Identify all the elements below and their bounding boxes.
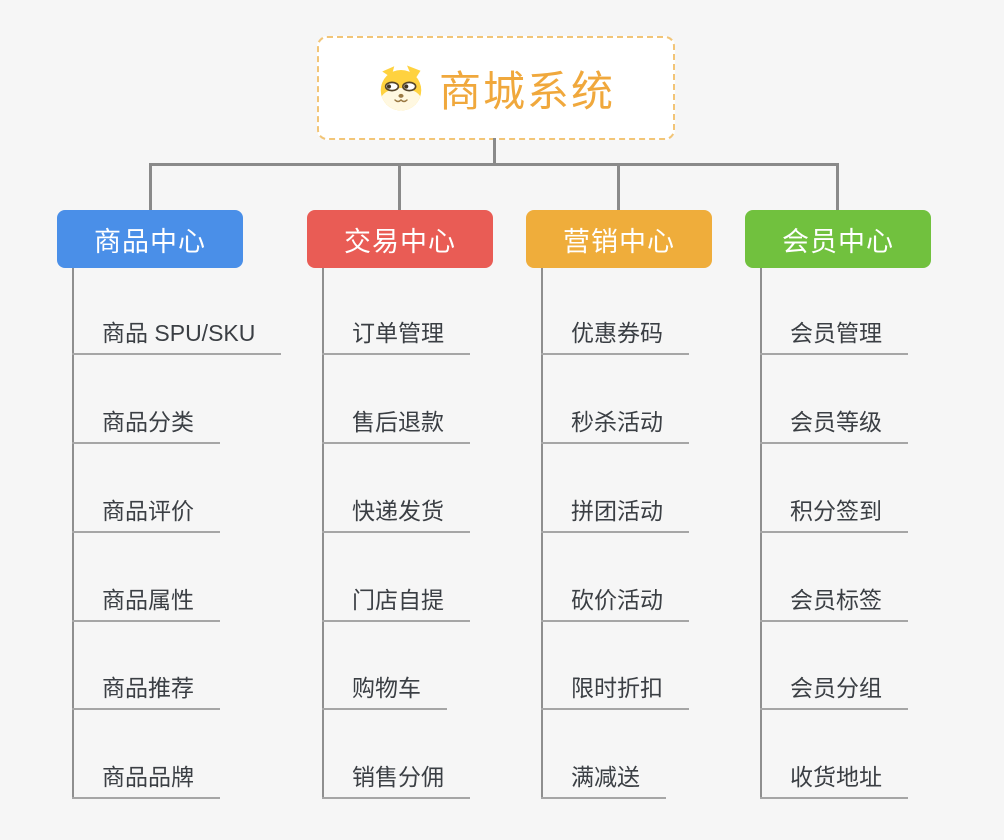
leaf-node[interactable]: 商品评价 bbox=[72, 491, 220, 533]
branch-node-marketing-center[interactable]: 营销中心 bbox=[526, 210, 712, 268]
dog-face-icon bbox=[380, 65, 422, 111]
connector-root-stub bbox=[493, 138, 496, 166]
leaf-node[interactable]: 商品分类 bbox=[72, 402, 220, 444]
branch-column-member: 会员管理 会员等级 积分签到 会员标签 会员分组 收货地址 bbox=[760, 268, 990, 799]
leaf-node[interactable]: 会员等级 bbox=[760, 402, 908, 444]
leaf-node[interactable]: 售后退款 bbox=[322, 402, 470, 444]
connector-drop-product bbox=[149, 163, 152, 211]
leaf-node[interactable]: 门店自提 bbox=[322, 580, 470, 622]
leaf-node[interactable]: 砍价活动 bbox=[541, 580, 689, 622]
branch-column-product: 商品 SPU/SKU 商品分类 商品评价 商品属性 商品推荐 商品品牌 bbox=[72, 268, 302, 799]
leaf-node[interactable]: 拼团活动 bbox=[541, 491, 689, 533]
leaf-node[interactable]: 会员分组 bbox=[760, 668, 908, 710]
leaf-node[interactable]: 满减送 bbox=[541, 757, 666, 799]
connector-drop-marketing bbox=[617, 163, 620, 211]
root-node[interactable]: 商城系统 bbox=[317, 36, 675, 140]
leaf-node[interactable]: 商品属性 bbox=[72, 580, 220, 622]
connector-trunk bbox=[149, 163, 839, 166]
leaf-node[interactable]: 优惠券码 bbox=[541, 313, 689, 355]
leaf-node[interactable]: 订单管理 bbox=[322, 313, 470, 355]
branch-label: 交易中心 bbox=[344, 226, 456, 257]
leaf-node[interactable]: 商品品牌 bbox=[72, 757, 220, 799]
branch-node-member-center[interactable]: 会员中心 bbox=[745, 210, 931, 268]
leaf-node[interactable]: 商品推荐 bbox=[72, 668, 220, 710]
branch-column-marketing: 优惠券码 秒杀活动 拼团活动 砍价活动 限时折扣 满减送 bbox=[541, 268, 771, 799]
branch-label: 商品中心 bbox=[94, 226, 206, 257]
leaf-node[interactable]: 购物车 bbox=[322, 668, 447, 710]
root-title: 商城系统 bbox=[438, 67, 615, 115]
branch-node-product-center[interactable]: 商品中心 bbox=[57, 210, 243, 268]
branch-label: 会员中心 bbox=[782, 226, 894, 257]
leaf-node[interactable]: 会员标签 bbox=[760, 580, 908, 622]
leaf-node[interactable]: 商品 SPU/SKU bbox=[72, 313, 282, 355]
branch-label: 营销中心 bbox=[563, 226, 675, 257]
leaf-node[interactable]: 积分签到 bbox=[760, 491, 908, 533]
leaf-node[interactable]: 快递发货 bbox=[322, 491, 470, 533]
connector-drop-member bbox=[836, 163, 839, 211]
leaf-node[interactable]: 收货地址 bbox=[760, 757, 908, 799]
leaf-node[interactable]: 会员管理 bbox=[760, 313, 908, 355]
connector-drop-trade bbox=[398, 163, 401, 211]
leaf-node[interactable]: 销售分佣 bbox=[322, 757, 470, 799]
leaf-node[interactable]: 限时折扣 bbox=[541, 668, 689, 710]
branch-node-trade-center[interactable]: 交易中心 bbox=[307, 210, 493, 268]
leaf-node[interactable]: 秒杀活动 bbox=[541, 402, 689, 444]
branch-column-trade: 订单管理 售后退款 快递发货 门店自提 购物车 销售分佣 bbox=[322, 268, 552, 799]
